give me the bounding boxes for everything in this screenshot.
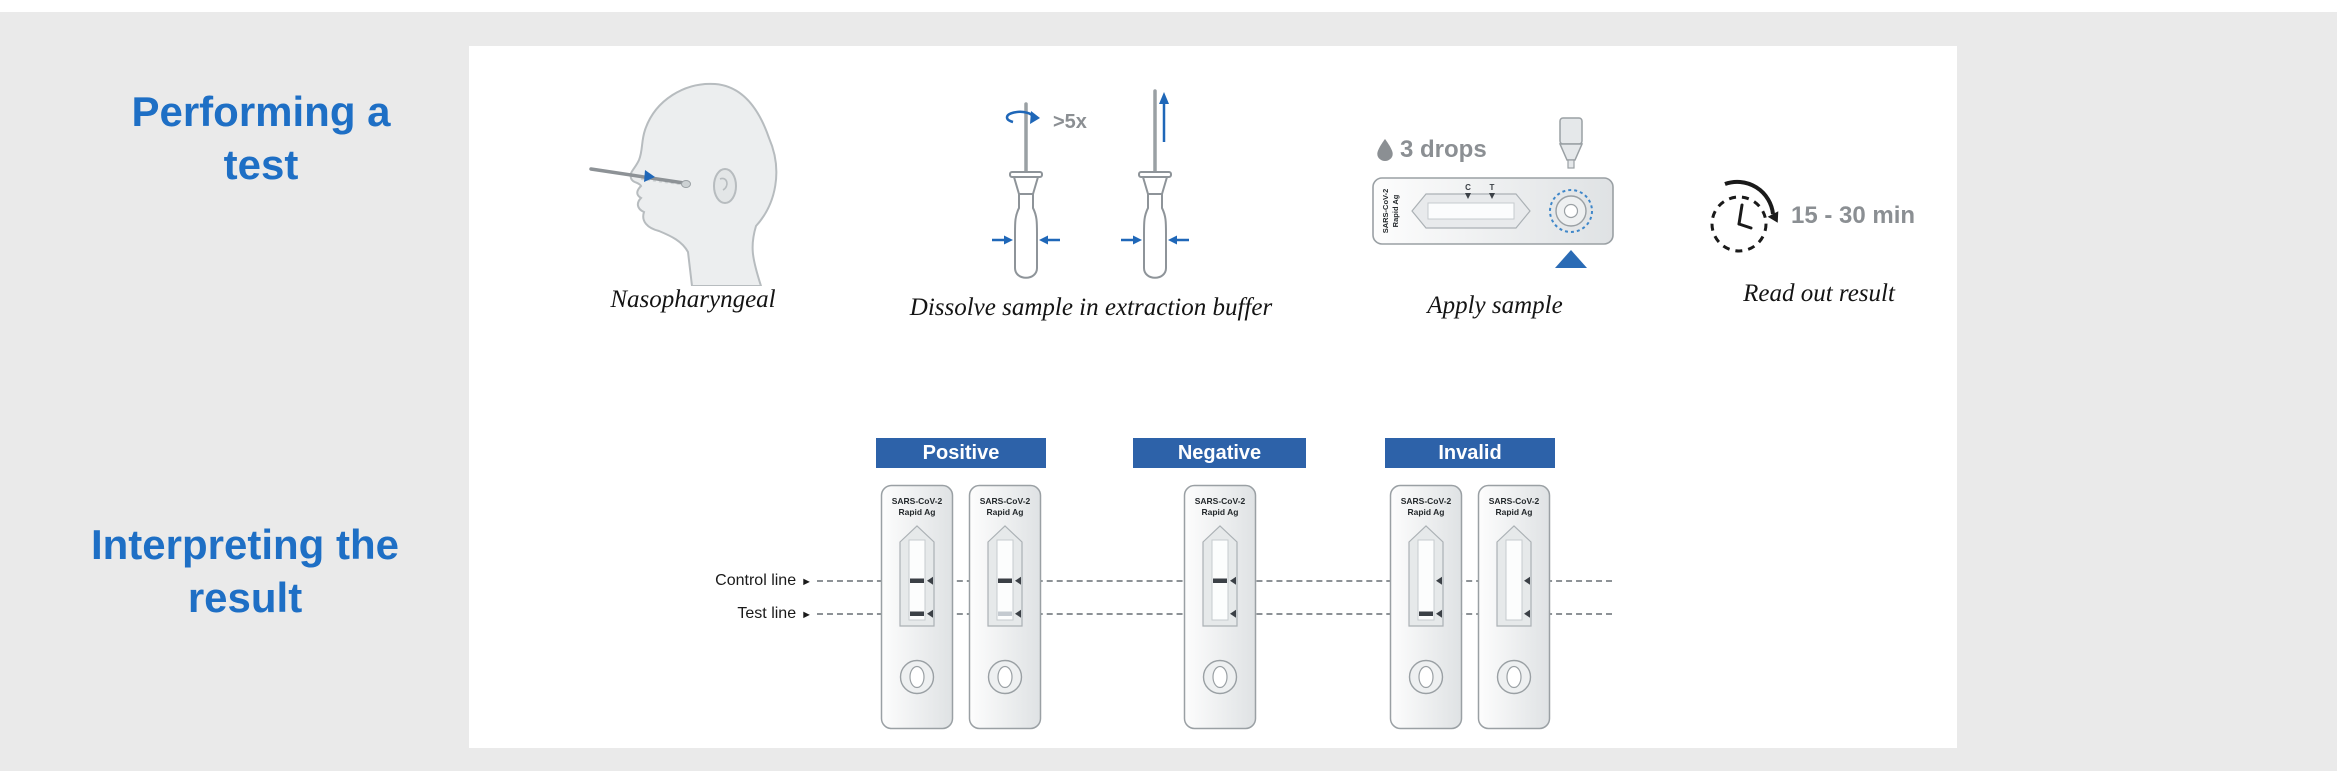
control-mark-arrow-icon [1465, 193, 1471, 199]
svg-text:Rapid Ag: Rapid Ag [987, 507, 1024, 517]
squeeze-arrow-left-icon [1133, 235, 1142, 245]
result-chip-positive: Positive [876, 438, 1046, 468]
drops-count-label: 3 drops [1400, 136, 1487, 163]
nasopharyngeal-swab-illustration [589, 82, 778, 286]
control-mark-arrow-icon [927, 576, 933, 585]
dropper-tip [1567, 159, 1575, 169]
test-line-text: Test line [737, 605, 797, 622]
test-mark-arrow-icon [1015, 609, 1021, 618]
svg-text:SARS-CoV-2: SARS-CoV-2 [980, 496, 1031, 506]
result-chip-negative: Negative [1133, 438, 1306, 468]
apply-sample-illustration: SARS-CoV-2 Rapid Ag C T [1372, 117, 1614, 268]
control-mark-arrow-icon [1436, 576, 1442, 585]
step-caption-dissolve: Dissolve sample in extraction buffer [909, 294, 1273, 321]
dropper-bottle [1559, 117, 1583, 145]
section-heading-performing: Performing a test [131, 88, 391, 188]
swirl-arrow-icon [1005, 110, 1035, 124]
read-time-label: 15 - 30 min [1791, 202, 1916, 229]
sample-well-inner [1563, 203, 1579, 219]
cassette-brand-line1: SARS-CoV-2 [1381, 189, 1390, 234]
insertion-arrow-icon [644, 170, 655, 182]
svg-text:SARS-CoV-2: SARS-CoV-2 [1194, 496, 1245, 506]
svg-text:SARS-CoV-2: SARS-CoV-2 [892, 496, 943, 506]
control-line-label: Control line ► [589, 571, 812, 592]
swab-tip [681, 180, 691, 188]
ear [713, 168, 737, 204]
test-line-pointer-icon: ► [801, 609, 812, 621]
svg-text:Rapid Ag: Rapid Ag [1201, 507, 1238, 517]
well-pointer-icon [1555, 250, 1587, 268]
control-mark-arrow-icon [1229, 576, 1236, 585]
section-heading-interpreting: Interpreting the result [90, 521, 399, 621]
extraction-tube-illustration: >5x [992, 89, 1189, 279]
tube-remove [1121, 89, 1189, 279]
test-mark-arrow-icon [1436, 609, 1442, 618]
squeeze-arrow-right-icon [1168, 235, 1177, 245]
swab-stick [589, 167, 686, 185]
svg-text:Rapid Ag: Rapid Ag [1408, 507, 1445, 517]
svg-text:Rapid Ag: Rapid Ag [1496, 507, 1533, 517]
svg-text:SARS-CoV-2: SARS-CoV-2 [1489, 496, 1540, 506]
step-caption-nasopharyngeal: Nasopharyngeal [610, 286, 776, 313]
swirl-count-label: >5x [1053, 111, 1087, 133]
test-mark-arrow-icon [1524, 609, 1530, 618]
control-mark-arrow-icon [1524, 576, 1530, 585]
test-mark: T [1490, 183, 1495, 192]
squeeze-arrow-right-icon [1039, 235, 1048, 245]
control-line-pointer-icon: ► [801, 576, 812, 588]
control-mark-arrow-icon [1015, 576, 1021, 585]
swirl-arrowhead-icon [1030, 111, 1040, 124]
top-strip [0, 0, 2337, 12]
test-mark-arrow-icon [1229, 609, 1236, 618]
svg-text:Rapid Ag: Rapid Ag [899, 507, 936, 517]
control-mark: C [1465, 183, 1471, 192]
result-chip-invalid: Invalid [1385, 438, 1555, 468]
dropper-nozzle [1558, 143, 1584, 161]
test-line-label: Test line ► [589, 604, 812, 625]
ear-inner [719, 177, 728, 191]
result-strip [1427, 202, 1515, 220]
remove-arrow-icon [1159, 92, 1169, 104]
step-caption-apply: Apply sample [1427, 292, 1563, 319]
step-caption-read: Read out result [1743, 280, 1895, 307]
content-panel: Nasopharyngeal >5x [469, 46, 1957, 748]
droplet-icon [1377, 139, 1393, 161]
test-mark-arrow-icon [1489, 193, 1495, 199]
cassette-brand-line2: Rapid Ag [1391, 194, 1400, 227]
time-arrow-icon [1767, 211, 1779, 223]
test-mark-arrow-icon [927, 609, 933, 618]
svg-text:SARS-CoV-2: SARS-CoV-2 [1401, 496, 1452, 506]
control-line-text: Control line [715, 572, 797, 589]
well-highlight [1549, 189, 1593, 233]
head-profile [629, 82, 778, 286]
drops-annotation: 3 drops [1377, 136, 1487, 164]
timer-clock-icon [1710, 179, 1779, 253]
squeeze-arrow-left-icon [1004, 235, 1013, 245]
tube-swirl: >5x [992, 102, 1087, 279]
